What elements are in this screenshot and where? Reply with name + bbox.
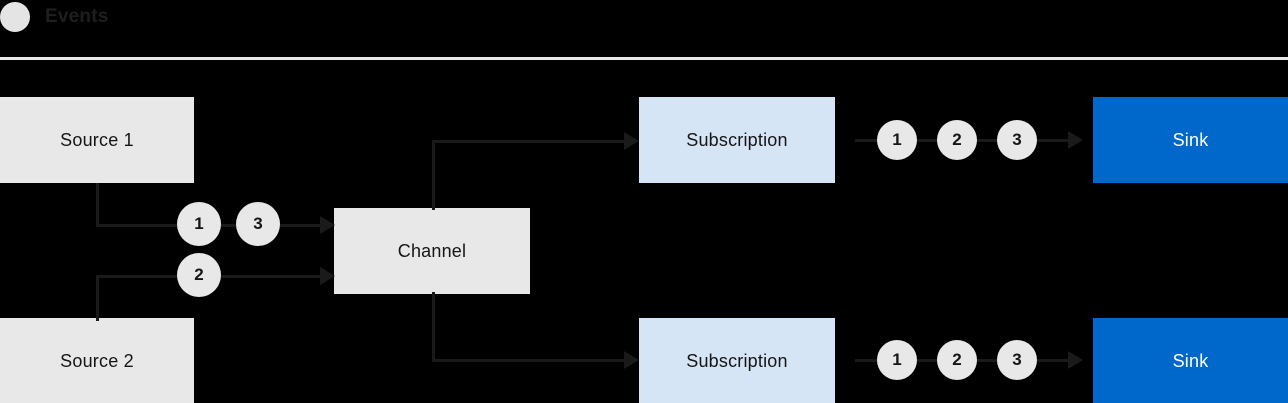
node-source-2[interactable]: Source 2 — [0, 318, 194, 403]
event-token-sink-bottom-1[interactable]: 1 — [877, 340, 917, 380]
arrowhead-channel-subscription-bottom — [624, 351, 639, 369]
arrowhead-sink-top — [1068, 131, 1083, 149]
node-source-2-label: Source 2 — [60, 350, 134, 371]
node-sink-bottom[interactable]: Sink — [1093, 318, 1288, 403]
node-subscription-top-label: Subscription — [686, 129, 788, 150]
arrowhead-sink-bottom — [1068, 351, 1083, 369]
wire-source1-down — [96, 183, 99, 227]
wire-channel-down — [432, 292, 435, 362]
event-token-sink-bottom-2[interactable]: 2 — [937, 340, 977, 380]
wire-channel-to-subscription-top — [432, 140, 625, 143]
node-source-1-label: Source 1 — [60, 129, 134, 150]
node-sink-bottom-label: Sink — [1172, 350, 1209, 371]
node-channel[interactable]: Channel — [334, 208, 530, 294]
node-source-1[interactable]: Source 1 — [0, 97, 194, 183]
node-sink-top[interactable]: Sink — [1093, 97, 1288, 183]
event-token-sink-top-1[interactable]: 1 — [877, 120, 917, 160]
arrowhead-source1-channel — [320, 216, 335, 234]
header-divider — [0, 57, 1288, 60]
node-sink-top-label: Sink — [1172, 129, 1209, 150]
event-token-source2-2[interactable]: 2 — [177, 253, 221, 297]
event-dot-icon — [0, 2, 30, 32]
node-channel-label: Channel — [397, 240, 467, 261]
event-token-source1-1[interactable]: 1 — [177, 202, 221, 246]
arrowhead-channel-subscription-top — [624, 132, 639, 150]
arrowhead-source2-channel — [320, 267, 335, 285]
node-subscription-bottom-label: Subscription — [686, 350, 788, 371]
wire-channel-to-subscription-bottom — [432, 359, 625, 362]
wire-source2-up — [96, 275, 99, 321]
event-token-sink-bottom-3[interactable]: 3 — [997, 340, 1037, 380]
event-token-sink-top-3[interactable]: 3 — [997, 120, 1037, 160]
legend-label: Events — [45, 6, 109, 27]
wire-channel-up — [432, 140, 435, 210]
event-token-source1-3[interactable]: 3 — [236, 202, 280, 246]
node-subscription-bottom[interactable]: Subscription — [639, 318, 835, 403]
event-token-sink-top-2[interactable]: 2 — [937, 120, 977, 160]
node-subscription-top[interactable]: Subscription — [639, 97, 835, 183]
